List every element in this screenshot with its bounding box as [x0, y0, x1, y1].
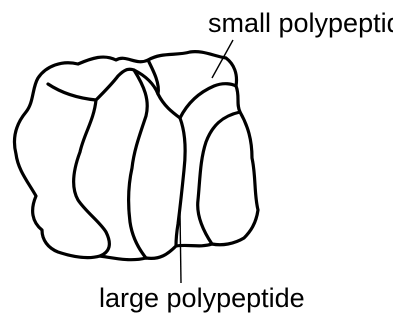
- subunit-boundary-right: [180, 84, 236, 118]
- label-large-polypeptide: large polypeptide: [99, 283, 305, 313]
- label-small-polypeptide: small polypeptide: [208, 8, 393, 38]
- subunit-boundary-top: [148, 60, 158, 94]
- leader-line-large: [180, 212, 181, 283]
- subunit-boundary-right-inner: [198, 112, 240, 244]
- subunit-boundary-center: [134, 70, 185, 246]
- subunit-boundary-left: [48, 84, 109, 256]
- leader-line-small: [212, 40, 233, 78]
